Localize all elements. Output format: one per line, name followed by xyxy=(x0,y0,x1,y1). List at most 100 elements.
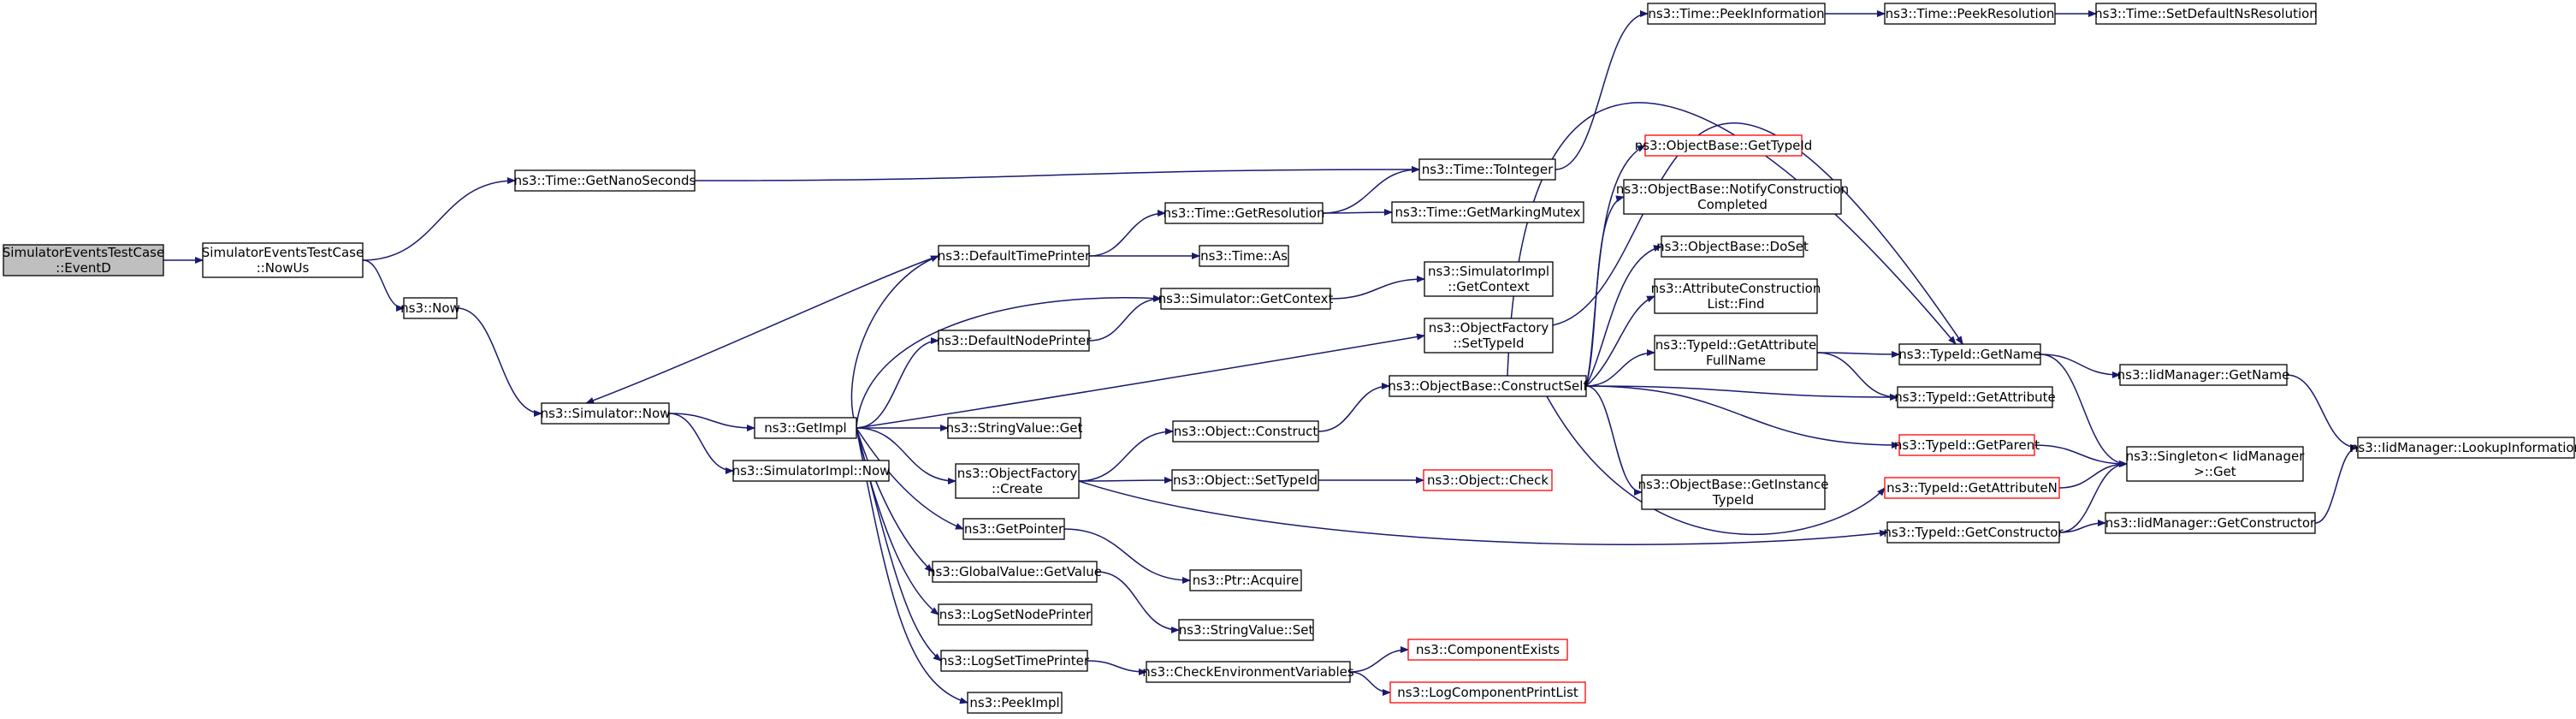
node-simimplnow[interactable]: ns3::SimulatorImpl::Now xyxy=(732,460,891,482)
node-obgettid[interactable]: ns3::ObjectBase::GetTypeId xyxy=(1635,134,1813,157)
node-label: ns3::ObjectBase::ConstructSelf xyxy=(1388,378,1588,394)
node-label: ns3::Simulator::Now xyxy=(541,406,671,421)
node-label: TypeId xyxy=(1712,492,1754,508)
node-box xyxy=(1389,681,1586,704)
node-box xyxy=(1884,477,2060,499)
node-singleton[interactable]: ns3::Singleton< IidManager>::Get xyxy=(2126,446,2306,482)
edge-constructself-to-doset xyxy=(1585,245,1662,387)
node-label: ns3::DefaultNodePrinter xyxy=(937,333,1093,348)
edge-tidgetctor-to-iidgetctor xyxy=(2058,520,2106,533)
node-label: ns3::SimulatorImpl::Now xyxy=(732,463,891,478)
node-setdefres[interactable]: ns3::Time::SetDefaultNsResolution xyxy=(2094,3,2318,25)
node-label: ns3::Time::SetDefaultNsResolution xyxy=(2094,6,2318,21)
node-box xyxy=(1886,521,2060,544)
node-getnano[interactable]: ns3::Time::GetNanoSeconds xyxy=(514,169,696,192)
edge-getimpl-to-getpointer xyxy=(856,427,964,530)
node-box xyxy=(938,330,1090,352)
node-notifyconst[interactable]: ns3::ObjectBase::NotifyConstructionCompl… xyxy=(1616,179,1849,215)
node-tidgetparent[interactable]: ns3::TypeId::GetParent xyxy=(1894,434,2040,456)
edge-ofcreate-to-objsettid xyxy=(1078,477,1173,484)
node-box xyxy=(2357,437,2575,459)
node-box xyxy=(1884,3,2056,25)
node-label: ns3::LogSetTimePrinter xyxy=(939,653,1090,668)
node-label: ::EventD xyxy=(56,260,111,276)
node-iidgetctor[interactable]: ns3::IidManager::GetConstructor xyxy=(2105,512,2316,534)
node-objsettid[interactable]: ns3::Object::SetTypeId xyxy=(1171,469,1319,491)
node-simimplctx[interactable]: ns3::SimulatorImpl::GetContext xyxy=(1424,261,1554,297)
node-tidgetattrn[interactable]: ns3::TypeId::GetAttributeN xyxy=(1884,477,2060,499)
node-gvget[interactable]: ns3::GlobalValue::GetValue xyxy=(927,561,1102,583)
node-box xyxy=(1199,245,1289,267)
node-box xyxy=(1898,343,2041,365)
node-root[interactable]: SimulatorEventsTestCase::EventD xyxy=(3,244,164,276)
edge-constructself-to-tidgetattr xyxy=(1585,385,1898,401)
edge-getpointer-to-ptracquire xyxy=(1063,528,1191,584)
edge-getimpl-to-ofcreate xyxy=(856,427,956,484)
node-nowus[interactable]: SimulatorEventsTestCase::NowUs xyxy=(202,242,364,278)
node-label: ns3::Ptr::Acquire xyxy=(1193,573,1299,588)
node-label: ns3::TypeId::GetConstructor xyxy=(1883,525,2064,540)
node-timeas[interactable]: ns3::Time::As xyxy=(1199,245,1289,267)
node-simnow[interactable]: ns3::Simulator::Now xyxy=(541,402,671,425)
node-label: ns3::StringValue::Get xyxy=(946,420,1083,436)
node-peekinfo[interactable]: ns3::Time::PeekInformation xyxy=(1647,3,1826,25)
node-checkenv[interactable]: ns3::CheckEnvironmentVariables xyxy=(1142,661,1354,683)
edge-getimpl-to-deftime xyxy=(850,255,939,429)
node-getpointer[interactable]: ns3::GetPointer xyxy=(962,518,1065,540)
edge-constructself-to-tidgetname xyxy=(1507,102,1957,377)
node-ofsettid[interactable]: ns3::ObjectFactory::SetTypeId xyxy=(1424,318,1554,354)
edge-getimpl-to-ofsettid xyxy=(856,333,1425,429)
node-defnode[interactable]: ns3::DefaultNodePrinter xyxy=(937,330,1093,352)
node-markmutex[interactable]: ns3::Time::GetMarkingMutex xyxy=(1391,201,1584,223)
node-box xyxy=(967,692,1063,714)
node-strget[interactable]: ns3::StringValue::Get xyxy=(946,417,1083,439)
node-lognode[interactable]: ns3::LogSetNodePrinter xyxy=(938,603,1093,626)
node-tointeger[interactable]: ns3::Time::ToInteger xyxy=(1418,158,1556,181)
node-now[interactable]: ns3::Now xyxy=(400,297,460,319)
node-deftime[interactable]: ns3::DefaultTimePrinter xyxy=(938,245,1091,267)
node-box xyxy=(1641,474,1826,510)
node-doset[interactable]: ns3::ObjectBase::DoSet xyxy=(1656,235,1809,258)
node-box xyxy=(2095,3,2317,25)
edge-simgetctx-to-simimplctx xyxy=(1329,276,1425,300)
node-tidgetattr[interactable]: ns3::TypeId::GetAttribute xyxy=(1894,386,2056,408)
node-label: >::Get xyxy=(2194,464,2236,479)
node-iidgetname[interactable]: ns3::IidManager::GetName xyxy=(2117,364,2290,386)
edge-logtime-to-checkenv xyxy=(1087,660,1147,675)
node-label: ns3::Now xyxy=(400,300,460,316)
node-label: ns3::GlobalValue::GetValue xyxy=(927,564,1102,579)
node-iidlookup[interactable]: ns3::IidManager::LookupInformation xyxy=(2350,437,2576,459)
edge-getres-to-markmutex xyxy=(1322,209,1393,217)
node-objcheck[interactable]: ns3::Object::Check xyxy=(1423,469,1553,491)
node-peekimpl[interactable]: ns3::PeekImpl xyxy=(967,692,1063,714)
node-box xyxy=(1160,288,1331,310)
node-box xyxy=(1623,179,1842,215)
node-box xyxy=(932,561,1098,583)
node-compexists[interactable]: ns3::ComponentExists xyxy=(1407,639,1568,661)
edge-tidgetname-to-singleton xyxy=(2040,354,2128,467)
node-box xyxy=(754,417,857,439)
edge-getres-to-tointeger xyxy=(1322,166,1420,214)
node-ofcreate[interactable]: ns3::ObjectFactory::Create xyxy=(955,463,1080,499)
edge-now-to-simnow xyxy=(456,307,542,417)
node-box xyxy=(962,518,1065,540)
edge-constructself-to-tidgetattrn xyxy=(1546,395,1886,535)
edge-constructself-to-notifyconst xyxy=(1585,195,1625,387)
node-getres[interactable]: ns3::Time::GetResolution xyxy=(1164,202,1325,224)
node-logprint[interactable]: ns3::LogComponentPrintList xyxy=(1389,681,1586,704)
node-peekres[interactable]: ns3::Time::PeekResolution xyxy=(1884,3,2056,25)
node-simgetctx[interactable]: ns3::Simulator::GetContext xyxy=(1158,288,1334,310)
node-getimpl[interactable]: ns3::GetImpl xyxy=(754,417,857,439)
node-strset[interactable]: ns3::StringValue::Set xyxy=(1178,619,1314,641)
node-constructself[interactable]: ns3::ObjectBase::ConstructSelf xyxy=(1388,375,1588,397)
node-tidgetctor[interactable]: ns3::TypeId::GetConstructor xyxy=(1883,521,2064,544)
node-objconstruct[interactable]: ns3::Object::Construct xyxy=(1172,420,1319,443)
node-tidgetname[interactable]: ns3::TypeId::GetName xyxy=(1898,343,2041,365)
edge-tidattrfull-to-tidgetname xyxy=(1816,350,1900,358)
node-box xyxy=(938,245,1090,267)
node-ptracquire[interactable]: ns3::Ptr::Acquire xyxy=(1189,569,1302,591)
node-logtime[interactable]: ns3::LogSetTimePrinter xyxy=(939,650,1090,672)
